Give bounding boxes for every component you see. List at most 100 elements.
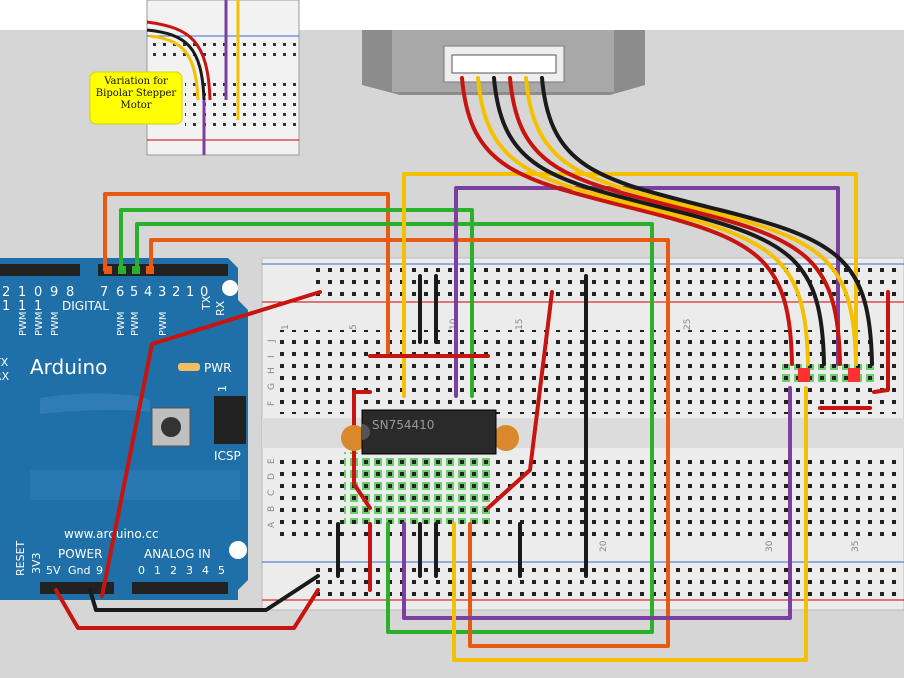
- power-pin-label: 3V3: [30, 552, 43, 574]
- icsp-num: 1: [216, 385, 229, 392]
- digital-pin-label: 2: [2, 285, 10, 300]
- row-letter: C: [267, 490, 277, 496]
- digital-pin-label: 2: [172, 285, 180, 300]
- power-label: POWER: [58, 547, 102, 561]
- digital-pin-label: 0: [200, 285, 208, 300]
- arduino-board: 2 1 0 9 8 7 6 5 4 3 2 1 0 1 1 1 DIGITAL …: [0, 258, 248, 600]
- connector-marker: [848, 368, 860, 382]
- icsp-header: [214, 396, 246, 444]
- tx-left-label: TX: [0, 356, 9, 369]
- row-letter: I: [267, 355, 277, 358]
- power-pin-label: 5V: [46, 564, 61, 577]
- power-pin-label: Gnd: [68, 564, 90, 577]
- digital-pin-tens: 1: [2, 299, 10, 314]
- wire-black: [88, 574, 320, 612]
- arduino-url: www.arduino.cc: [64, 527, 159, 541]
- wire-purple: [402, 386, 792, 620]
- column-number: 20: [599, 540, 609, 552]
- column-number: 5: [349, 324, 359, 330]
- column-number: 30: [765, 540, 775, 552]
- wire-motor-black: [492, 76, 826, 366]
- digital-pin-label: 9: [50, 285, 58, 300]
- digital-header-left: [0, 264, 80, 276]
- analog-pin-label: 0: [138, 564, 145, 577]
- rx-label: RX: [214, 300, 227, 316]
- digital-pin-label: 6: [116, 285, 124, 300]
- power-pin-label: 9: [96, 564, 103, 577]
- wire-motor-yellow: [476, 76, 810, 366]
- analog-pin-label: 1: [154, 564, 161, 577]
- mounting-hole: [222, 280, 238, 296]
- column-number: 1: [281, 324, 291, 330]
- reset-label: RESET: [14, 540, 27, 576]
- row-letter: E: [267, 458, 277, 464]
- digital-header-right: [98, 264, 228, 276]
- pwm-label: PWM: [50, 311, 61, 336]
- pwm-label: PWM: [158, 311, 169, 336]
- column-number: 25: [683, 319, 693, 330]
- digital-pin-label: 1: [186, 285, 194, 300]
- analog-label: ANALOG IN: [144, 547, 211, 561]
- inset-breadboard: Variation for Bipolar Stepper Motor: [89, 0, 300, 156]
- icsp-label: ICSP: [214, 449, 241, 463]
- analog-pin-label: 4: [202, 564, 209, 577]
- tx-label: TX: [200, 295, 213, 311]
- analog-pin-label: 5: [218, 564, 225, 577]
- digital-pin-label: 3: [158, 285, 166, 300]
- digital-pin-label: 1: [18, 285, 26, 300]
- stepper-motor: [362, 30, 645, 95]
- digital-pin-label: 7: [100, 285, 108, 300]
- capacitor: [493, 425, 519, 451]
- wire-motor-red: [508, 76, 842, 366]
- chip-label: SN754410: [372, 418, 434, 432]
- wire-red: [486, 290, 554, 510]
- wires: [54, 76, 890, 662]
- wire-motor-red: [460, 76, 794, 366]
- wire-yellow: [452, 386, 808, 662]
- digital-pin-tens: 1: [18, 299, 26, 314]
- wire-red: [100, 290, 322, 598]
- row-letter: G: [267, 383, 277, 390]
- inset-note-box: [89, 71, 183, 125]
- digital-pin-label: 4: [144, 285, 152, 300]
- pwm-label: PWM: [130, 311, 141, 336]
- wire-orange: [149, 238, 670, 648]
- pwm-label: PWM: [18, 311, 29, 336]
- digital-label: DIGITAL: [62, 299, 109, 313]
- inset-note: Variation for Bipolar Stepper Motor: [95, 76, 177, 111]
- digital-pin-label: 0: [34, 285, 42, 300]
- rx-left-label: RX: [0, 370, 10, 383]
- sn754410-chip: SN754410: [361, 409, 497, 455]
- analog-pin-label: 3: [186, 564, 193, 577]
- pwr-label: PWR: [204, 361, 231, 375]
- wire-motor-yellow: [524, 76, 858, 366]
- column-number: 35: [851, 541, 861, 552]
- row-letter: J: [267, 339, 277, 343]
- digital-pin-label: 8: [66, 285, 74, 300]
- connector-marker: [798, 368, 810, 382]
- capacitors: [341, 425, 519, 451]
- pwm-label: PWM: [34, 311, 45, 336]
- wire-green: [119, 208, 474, 398]
- wire-yellow: [402, 172, 858, 398]
- wire-red: [872, 290, 890, 394]
- row-letter: B: [267, 506, 277, 512]
- wire-orange: [103, 192, 390, 358]
- wire-red: [54, 588, 320, 630]
- digital-pin-tens: 1: [34, 299, 42, 314]
- row-letter: H: [267, 367, 277, 374]
- analog-header: [132, 582, 228, 594]
- mounting-hole: [229, 541, 247, 559]
- wire-green: [135, 222, 654, 634]
- pwr-led: [178, 363, 200, 371]
- pwm-label: PWM: [116, 311, 127, 336]
- analog-pin-label: 2: [170, 564, 177, 577]
- capacitor: [341, 425, 367, 451]
- wire-motor-black: [540, 76, 874, 366]
- row-letter: F: [267, 401, 277, 406]
- row-letter: D: [267, 473, 277, 480]
- digital-pin-label: 5: [130, 285, 138, 300]
- column-number: 15: [515, 319, 525, 330]
- row-letter: A: [267, 521, 277, 528]
